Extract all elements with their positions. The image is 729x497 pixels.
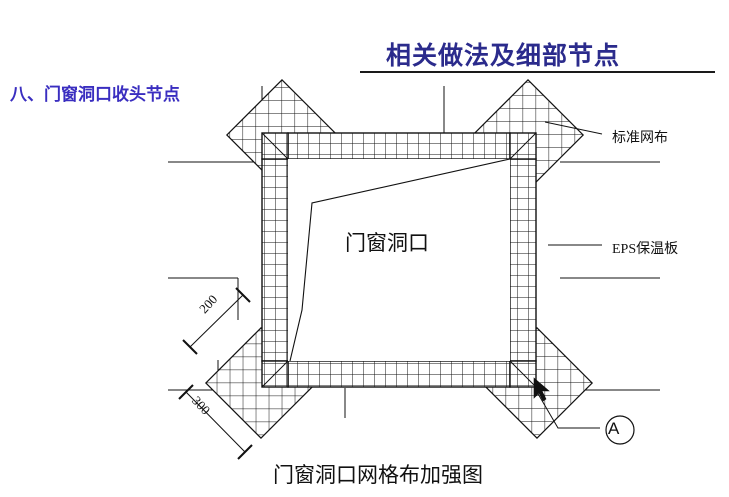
detail-callout-circle: [605, 415, 635, 445]
figure-caption: 门窗洞口网格布加强图: [273, 463, 483, 487]
mesh-band-bottom: [287, 360, 511, 388]
opening-inner-edge: [289, 158, 511, 362]
section-subtitle: 八、门窗洞口收头节点: [10, 85, 180, 104]
leader-standard-mesh: [544, 121, 603, 135]
mesh-band-right: [509, 158, 537, 362]
label-opening: 门窗洞口: [345, 231, 429, 255]
leader-lines: [536, 121, 603, 429]
dim-300-line: [178, 384, 253, 460]
page-title: 相关做法及细部节点: [386, 43, 621, 70]
mesh-band-top: [287, 132, 511, 160]
mouse-cursor-icon: [533, 377, 550, 402]
label-standard-mesh: 标准网布: [612, 131, 668, 146]
title-underline: [360, 71, 715, 73]
leader-detail-a: [536, 391, 600, 429]
opening-void: [288, 158, 511, 362]
mesh-band-left: [261, 158, 289, 362]
mesh-bands: [261, 132, 537, 388]
label-detail-callout: A: [608, 419, 620, 438]
dimension-lines: [178, 287, 253, 460]
label-eps-board: EPS保温板: [612, 242, 679, 257]
dim-200-line: [182, 287, 251, 355]
